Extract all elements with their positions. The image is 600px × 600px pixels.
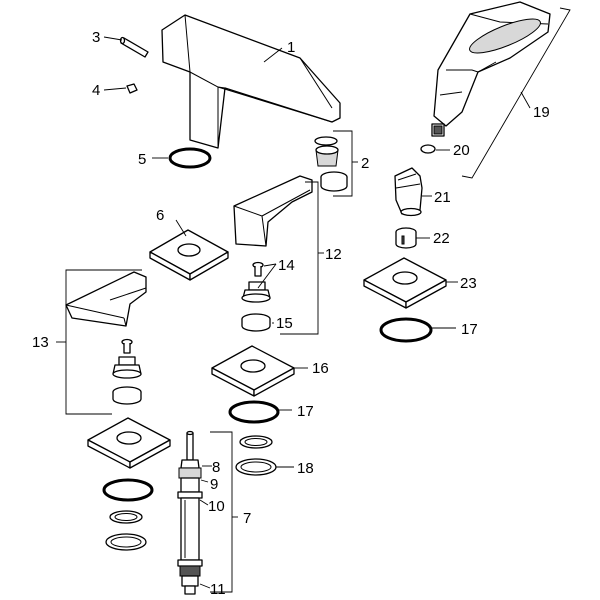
spindle-middle	[241, 281, 271, 303]
part-17-oring-upper	[379, 317, 433, 343]
oring-left-lower	[102, 478, 154, 502]
part-7-diverter	[177, 430, 203, 595]
callout-15: 15	[276, 315, 293, 332]
part-19-hand-shower	[433, 1, 551, 127]
part-13-handle	[65, 271, 147, 327]
callout-labels: 1 2 3 4 5 6 7 8 9 10 11 12 13 14 15 16 1…	[32, 29, 550, 598]
part-3-pin	[119, 36, 149, 58]
callout-18: 18	[297, 460, 314, 477]
callout-17-upper: 17	[461, 321, 478, 338]
callout-16: 16	[312, 360, 329, 377]
callout-22: 22	[433, 230, 450, 247]
part-23-plate	[363, 257, 447, 309]
part-18-rings	[235, 435, 277, 476]
callout-12: 12	[325, 246, 342, 263]
callout-8: 8	[212, 459, 220, 476]
callout-21: 21	[434, 189, 451, 206]
callout-1: 1	[287, 39, 295, 56]
callout-23: 23	[460, 275, 477, 292]
callout-13: 13	[32, 334, 49, 351]
callout-14: 14	[278, 257, 295, 274]
callout-6: 6	[156, 207, 164, 224]
part-15-ring	[241, 313, 271, 332]
part-6-plate	[149, 229, 229, 281]
part-5-oring	[168, 147, 212, 169]
part-4-plug	[126, 83, 138, 94]
leader-lines	[56, 7, 571, 593]
part-16-plate	[211, 345, 295, 397]
callout-10: 10	[208, 498, 225, 515]
callout-9: 9	[210, 476, 218, 493]
part-22-nut	[395, 227, 417, 249]
part-12-handle	[233, 175, 313, 247]
part-1-spout	[161, 14, 341, 149]
plate-left-lower	[87, 417, 171, 469]
callout-2: 2	[361, 155, 369, 172]
callout-17-lower: 17	[297, 403, 314, 420]
ring-left	[112, 386, 142, 405]
part-17-oring-lower	[228, 400, 280, 424]
callout-11: 11	[210, 581, 226, 598]
spindle-left	[112, 338, 142, 379]
callout-3: 3	[92, 29, 100, 46]
rings-left-lower	[105, 510, 147, 551]
part-21-elbow	[394, 167, 423, 217]
callout-4: 4	[92, 82, 100, 99]
callout-7: 7	[243, 510, 251, 527]
callout-5: 5	[138, 151, 146, 168]
part-20-connector	[420, 123, 445, 154]
part-2-aerator	[314, 136, 348, 192]
part-14-screw	[252, 261, 264, 277]
callout-19: 19	[533, 104, 550, 121]
callout-20: 20	[453, 142, 470, 159]
